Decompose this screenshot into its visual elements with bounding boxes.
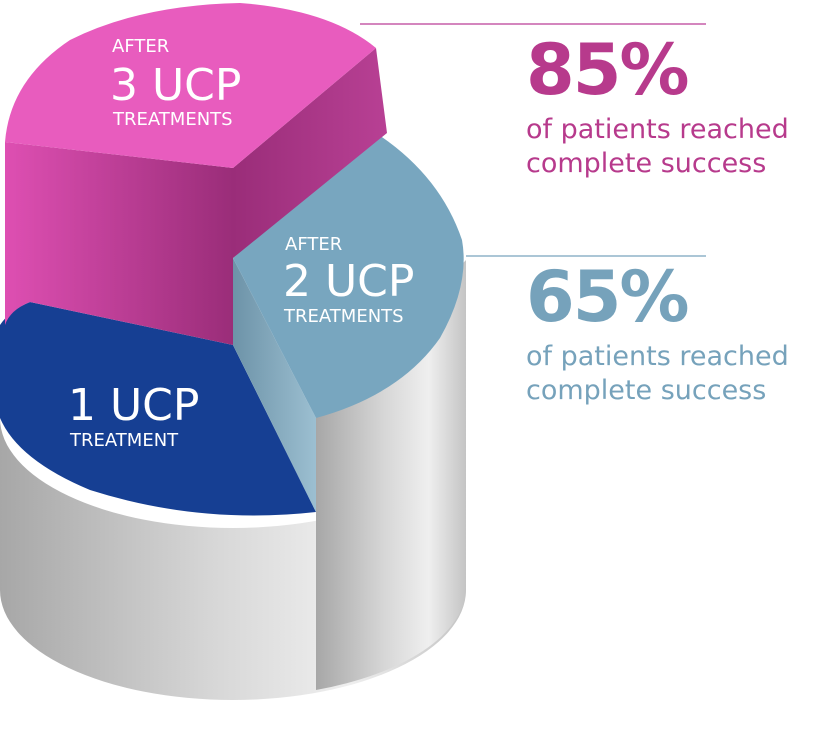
slice-1-label-main: 1 UCP: [68, 380, 199, 431]
slice-3-label-top: AFTER: [112, 36, 169, 57]
slice-3-label-main: 3 UCP: [110, 60, 241, 111]
slice-2-ucp-wall: [233, 258, 316, 512]
slice-1-ucp: [0, 302, 316, 516]
stat-85-percent: 85% of patients reached complete success: [526, 35, 789, 181]
stat-65-text-line1: of patients reached: [526, 341, 789, 372]
stat-65-value: 65%: [526, 256, 690, 338]
slice-2-label-top: AFTER: [285, 234, 342, 255]
cylinder-body-right: [316, 260, 466, 690]
slice-2-label-bottom: TREATMENTS: [283, 306, 404, 327]
slice-2-label-main: 2 UCP: [283, 256, 414, 307]
stat-65-percent: 65% of patients reached complete success: [526, 262, 789, 408]
slice-2-ucp: [233, 133, 464, 418]
stat-85-text-line2: complete success: [526, 147, 767, 179]
slice-3-label-bottom: TREATMENTS: [112, 109, 233, 130]
stat-65-text-line2: complete success: [526, 374, 767, 406]
stat-85-value: 85%: [526, 29, 690, 111]
slice-1-label-bottom: TREATMENT: [69, 430, 179, 451]
slice-3-ucp-front: [5, 142, 233, 345]
slice-3-ucp-top: [5, 3, 376, 168]
slice-3-ucp-side: [233, 48, 387, 345]
stat-85-text-line1: of patients reached: [526, 114, 789, 145]
